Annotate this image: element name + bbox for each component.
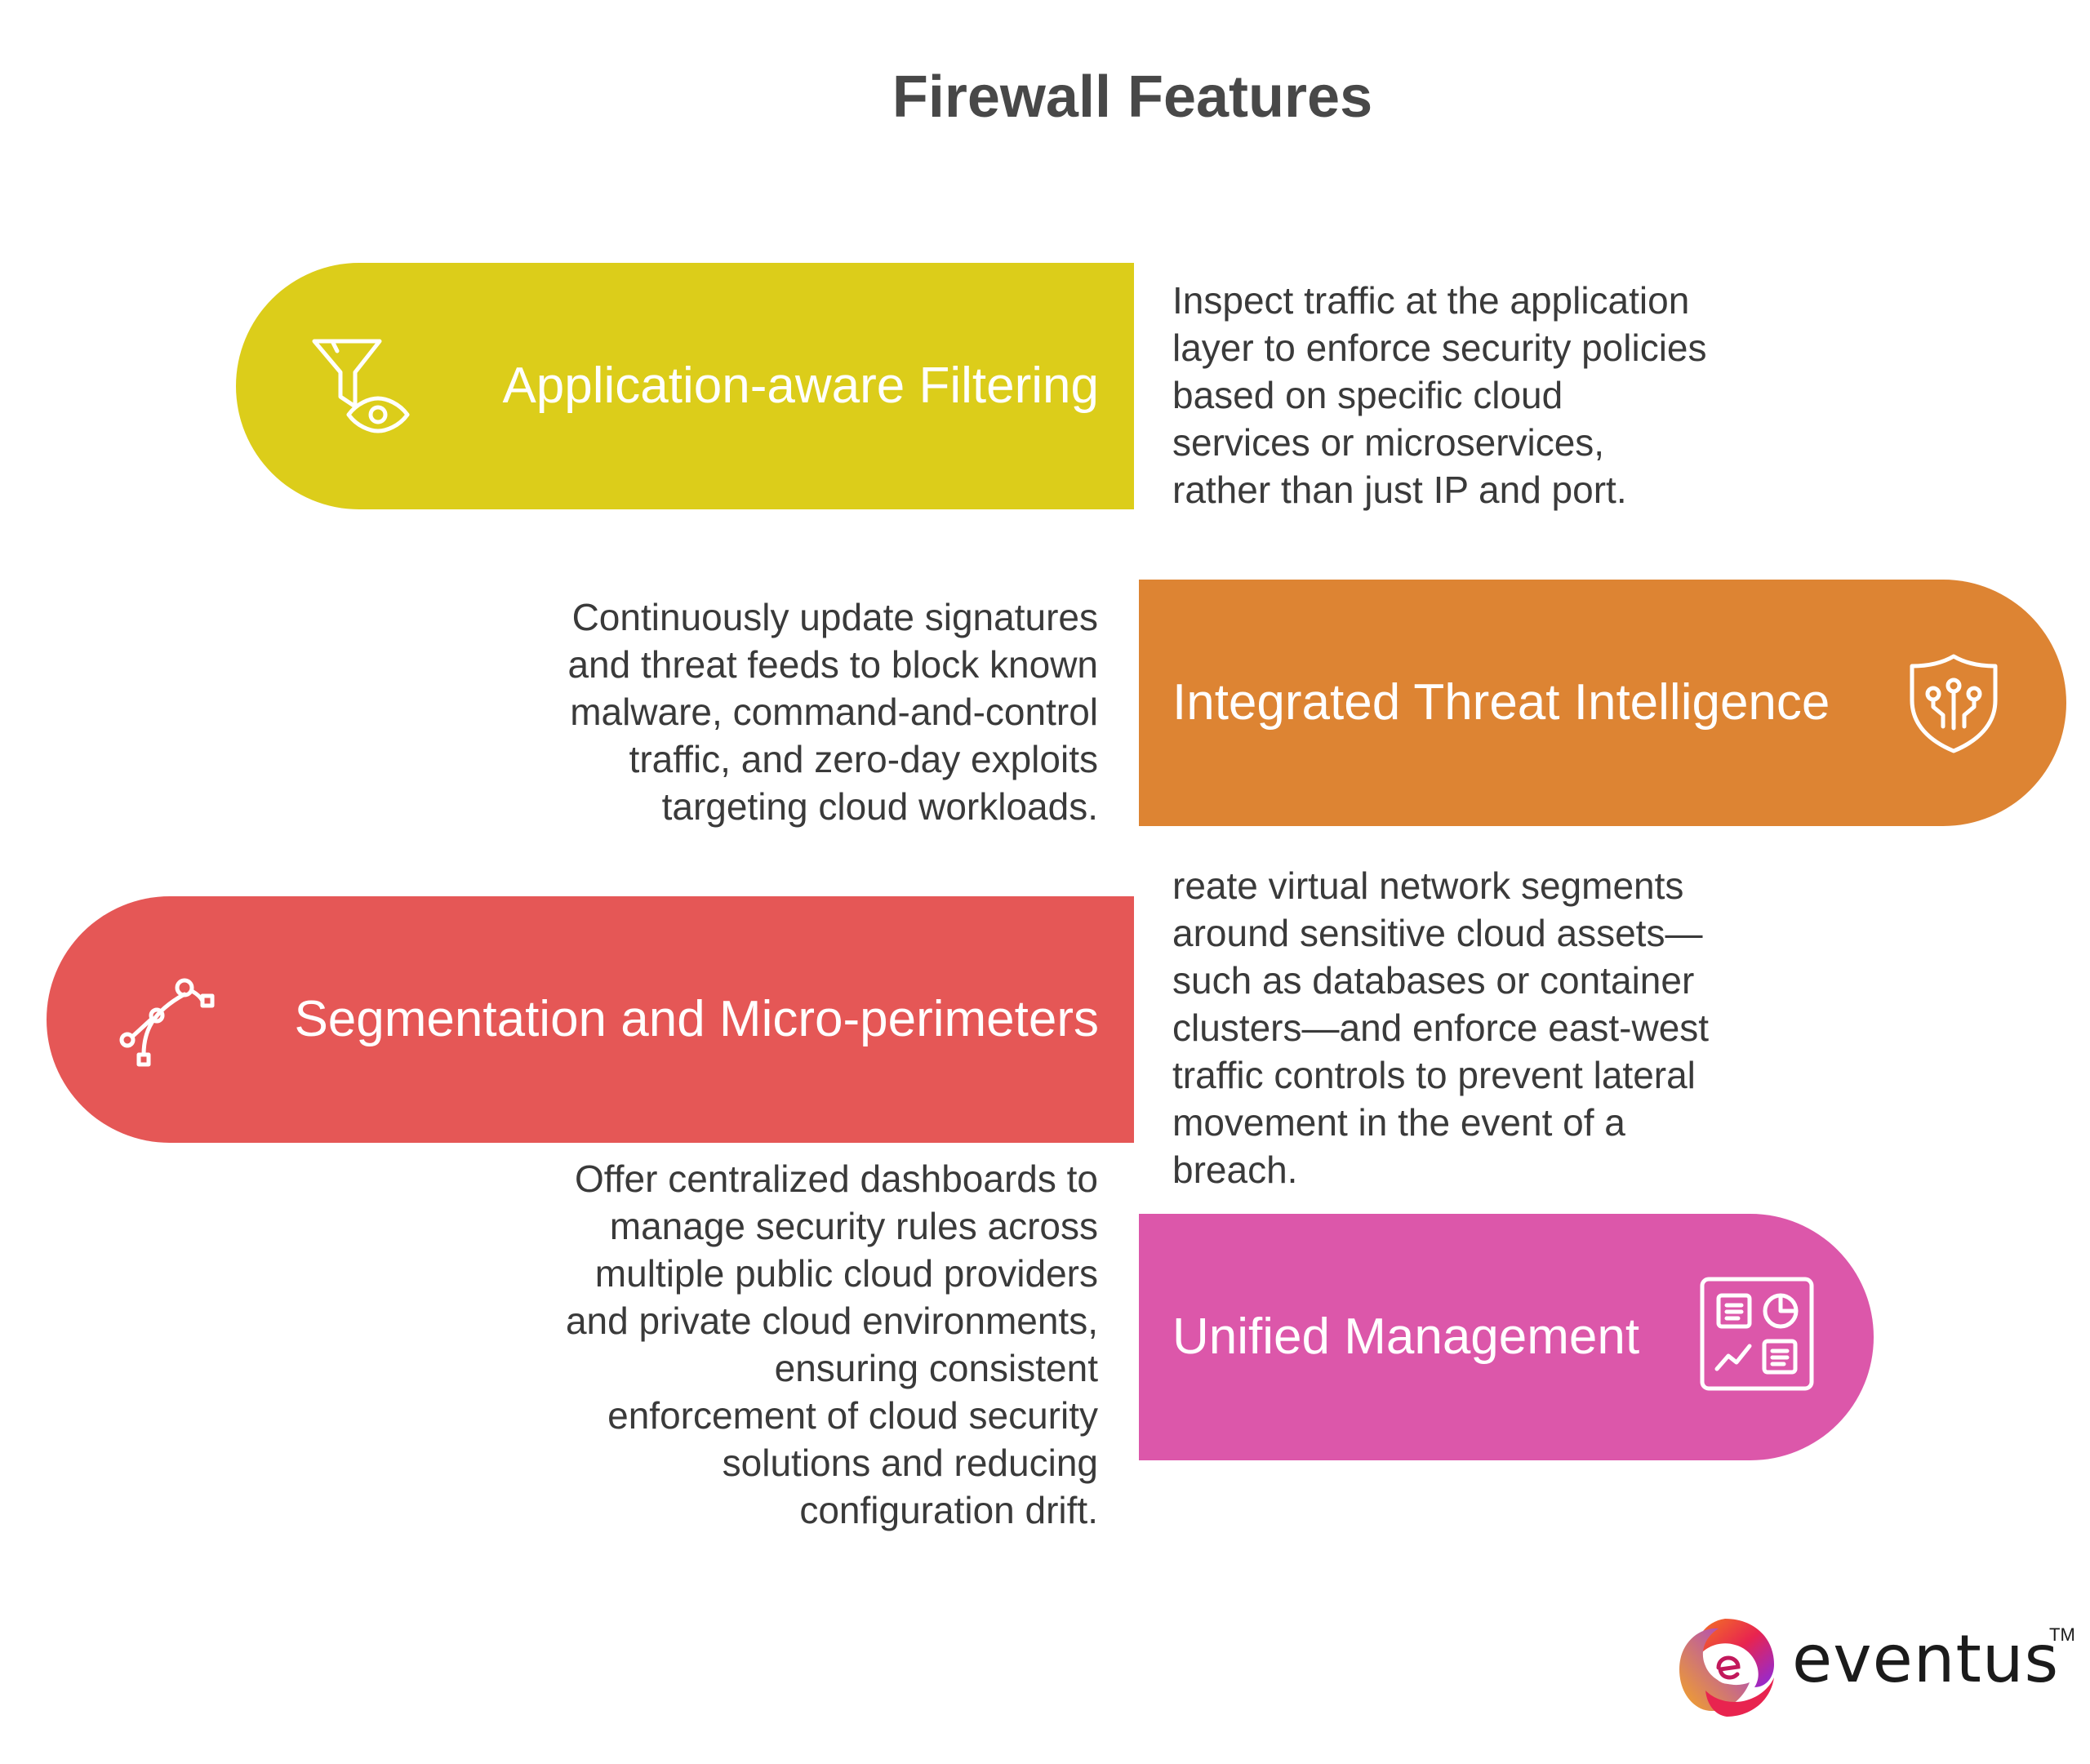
filter-eye-icon [308, 333, 414, 439]
feature-pill-threat-intelligence: Integrated Threat Intelligence [1139, 580, 2066, 826]
feature-label: Integrated Threat Intelligence [1172, 674, 1830, 731]
feature-description: reate virtual network segments around se… [1172, 864, 1710, 1191]
shield-circuit-icon [1901, 650, 2007, 756]
feature-pill-unified-management: Unified Management [1139, 1214, 1874, 1460]
swirl-logo-icon [1670, 1612, 1781, 1723]
feature-pill-application-filtering: Application-aware Filtering [236, 263, 1134, 509]
feature-pill-segmentation: Segmentation and Micro-perimeters [47, 896, 1134, 1143]
bezier-path-icon [116, 966, 222, 1073]
feature-label: Segmentation and Micro-perimeters [294, 991, 1099, 1047]
brand-logo: eventus [1670, 1612, 2058, 1726]
feature-description: Offer centralized dashboards to manage s… [565, 1157, 1098, 1531]
feature-label: Unified Management [1172, 1309, 1640, 1365]
dashboard-icon [1696, 1273, 1818, 1395]
page-title: Firewall Features [892, 64, 1373, 130]
feature-label: Application-aware Filtering [502, 358, 1099, 414]
feature-description: Continuously update signatures and threa… [567, 596, 1098, 828]
logo-wordmark: eventus [1792, 1621, 2060, 1697]
feature-description: Inspect traffic at the application layer… [1172, 279, 1707, 511]
logo-trademark: TM [2049, 1624, 2075, 1645]
